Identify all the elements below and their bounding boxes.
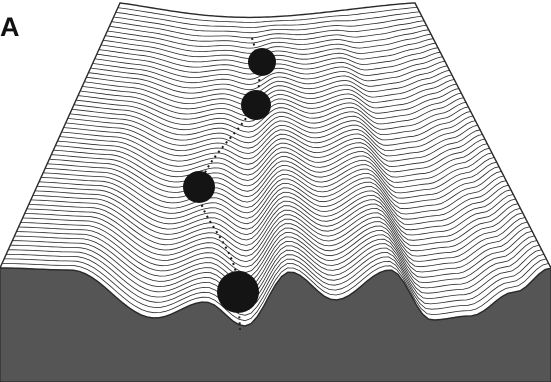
ball-marker — [241, 90, 271, 120]
ball-marker — [248, 48, 276, 76]
contour-line — [21, 222, 528, 272]
contour-line — [25, 213, 523, 262]
ball-marker — [183, 171, 215, 203]
ball-marker — [217, 271, 259, 313]
contour-line — [31, 199, 516, 245]
contour-line — [33, 194, 513, 240]
contour-line — [35, 190, 511, 235]
contour-line — [87, 75, 453, 100]
